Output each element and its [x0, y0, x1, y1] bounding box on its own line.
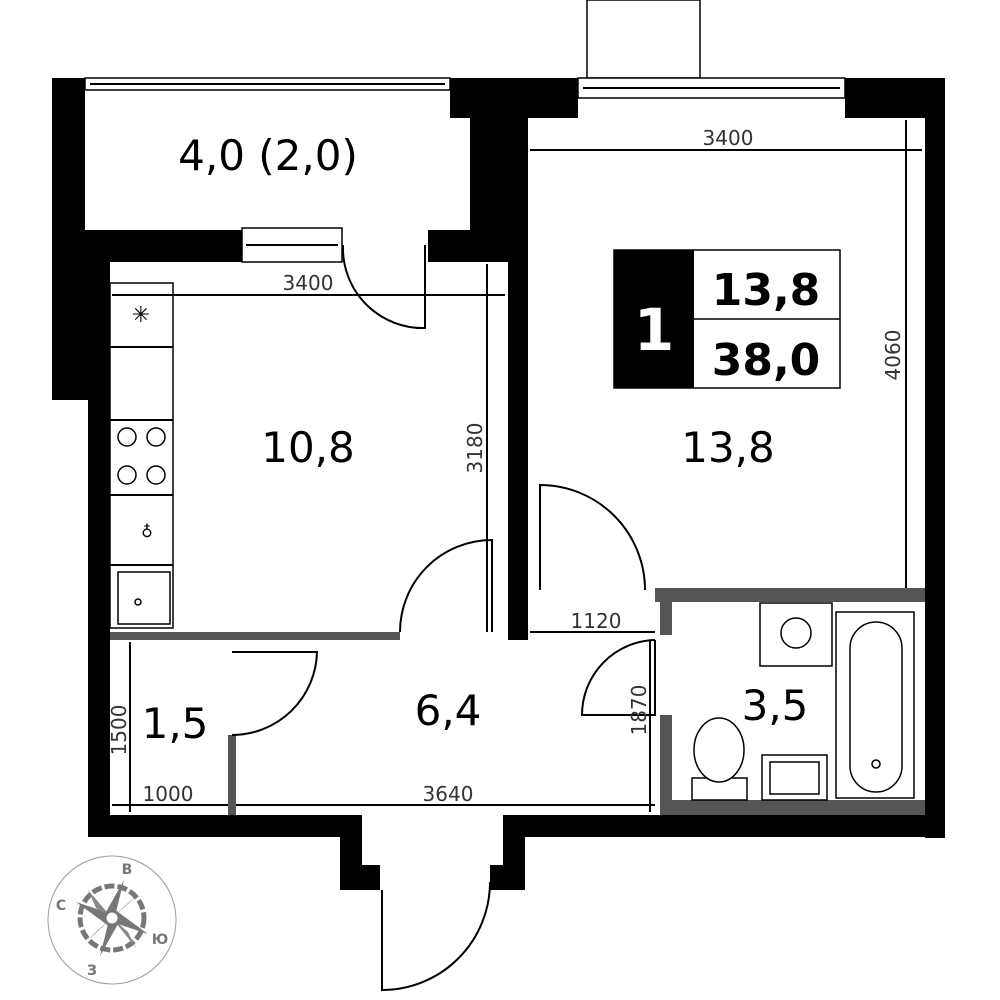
dishwasher-icon: ♁	[141, 522, 153, 541]
bathroom-fixtures	[691, 602, 915, 801]
room-area-hall: 6,4	[415, 686, 482, 735]
room-area-bathroom: 3,5	[742, 681, 809, 730]
dim-wardrobe-length: 1500	[107, 705, 131, 756]
dim-kitchen-width: 3400	[283, 271, 334, 295]
total-area: 38,0	[712, 335, 821, 386]
window-bay	[586, 0, 701, 79]
dim-bath-length: 1870	[627, 685, 651, 736]
doors	[231, 244, 656, 992]
room-area-living: 13,8	[681, 423, 775, 472]
compass-east: В	[122, 862, 133, 878]
dim-hall-width: 3640	[423, 782, 474, 806]
info-box: 1 13,8 38,0	[613, 249, 841, 389]
compass-west: З	[87, 963, 97, 979]
living-area: 13,8	[712, 265, 821, 316]
dim-living-length: 4060	[881, 330, 905, 381]
dim-wardrobe-width: 1000	[143, 782, 194, 806]
compass-icon: С В Ю З	[47, 855, 177, 985]
dim-hall-door-gap: 1120	[571, 609, 622, 633]
compass-north: С	[56, 898, 66, 914]
kitchen-furniture	[109, 282, 174, 629]
dim-kitchen-length: 3180	[463, 423, 487, 474]
room-area-kitchen: 10,8	[261, 423, 355, 472]
partitions	[110, 588, 925, 815]
room-area-balcony: 4,0 (2,0)	[178, 131, 358, 180]
dim-living-width: 3400	[703, 126, 754, 150]
compass-south: Ю	[152, 932, 168, 948]
walls	[52, 78, 945, 890]
room-area-wardrobe: 1,5	[142, 699, 209, 748]
rooms-count: 1	[634, 296, 674, 364]
windows	[84, 77, 846, 263]
fridge-icon: ✳	[132, 303, 150, 328]
dimension-lines	[112, 120, 922, 812]
